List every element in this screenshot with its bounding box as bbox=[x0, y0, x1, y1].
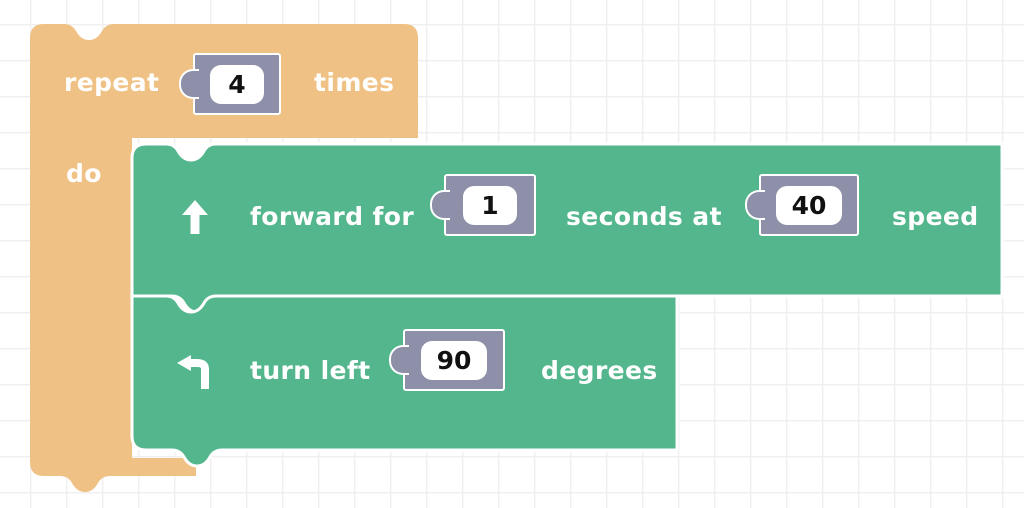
forward-action-label: forward for bbox=[250, 202, 415, 231]
forward-speed-value[interactable]: 40 bbox=[775, 185, 843, 225]
times-label: times bbox=[314, 68, 395, 97]
repeat-label: repeat bbox=[64, 68, 160, 97]
do-label: do bbox=[66, 159, 102, 188]
forward-unit-label: seconds at bbox=[566, 202, 722, 231]
turn-unit-label: degrees bbox=[541, 356, 658, 385]
repeat-times-value[interactable]: 4 bbox=[210, 64, 264, 104]
forward-speed-socket[interactable]: 40 bbox=[759, 174, 859, 236]
arrow-turn-left-icon bbox=[176, 353, 210, 391]
turn-left-action-label: turn left bbox=[250, 356, 371, 385]
forward-speed-label: speed bbox=[892, 202, 979, 231]
forward-duration-socket[interactable]: 1 bbox=[444, 174, 536, 236]
arrow-up-icon bbox=[178, 198, 212, 236]
turn-angle-socket[interactable]: 90 bbox=[403, 329, 505, 391]
repeat-block-shape[interactable] bbox=[30, 24, 418, 492]
repeat-times-socket[interactable]: 4 bbox=[193, 53, 281, 115]
turn-angle-value[interactable]: 90 bbox=[420, 340, 488, 380]
forward-duration-value[interactable]: 1 bbox=[463, 185, 517, 225]
